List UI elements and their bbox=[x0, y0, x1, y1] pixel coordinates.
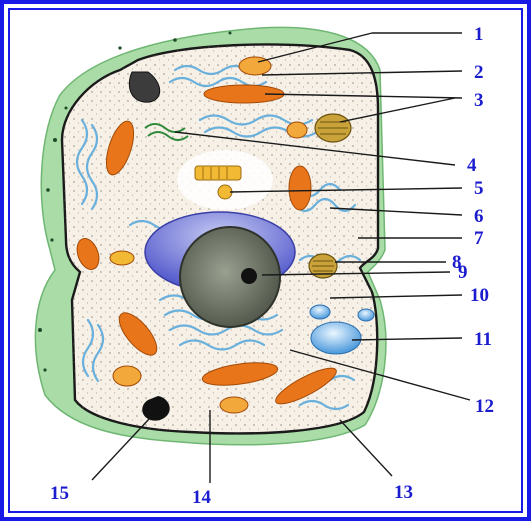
nucleus bbox=[180, 227, 280, 327]
label-5: 5 bbox=[474, 178, 484, 199]
label-14: 14 bbox=[192, 487, 212, 508]
label-9: 9 bbox=[458, 262, 468, 283]
nucleolus bbox=[241, 268, 257, 284]
label-10: 10 bbox=[470, 285, 489, 306]
label-4: 4 bbox=[467, 155, 477, 176]
label-3: 3 bbox=[474, 90, 484, 111]
label-13: 13 bbox=[394, 482, 413, 503]
label-6: 6 bbox=[474, 206, 484, 227]
label-2: 2 bbox=[474, 62, 484, 83]
label-1: 1 bbox=[474, 24, 484, 45]
label-12: 12 bbox=[475, 396, 494, 417]
label-15: 15 bbox=[50, 483, 69, 504]
label-7: 7 bbox=[474, 228, 484, 249]
label-11: 11 bbox=[474, 329, 492, 350]
